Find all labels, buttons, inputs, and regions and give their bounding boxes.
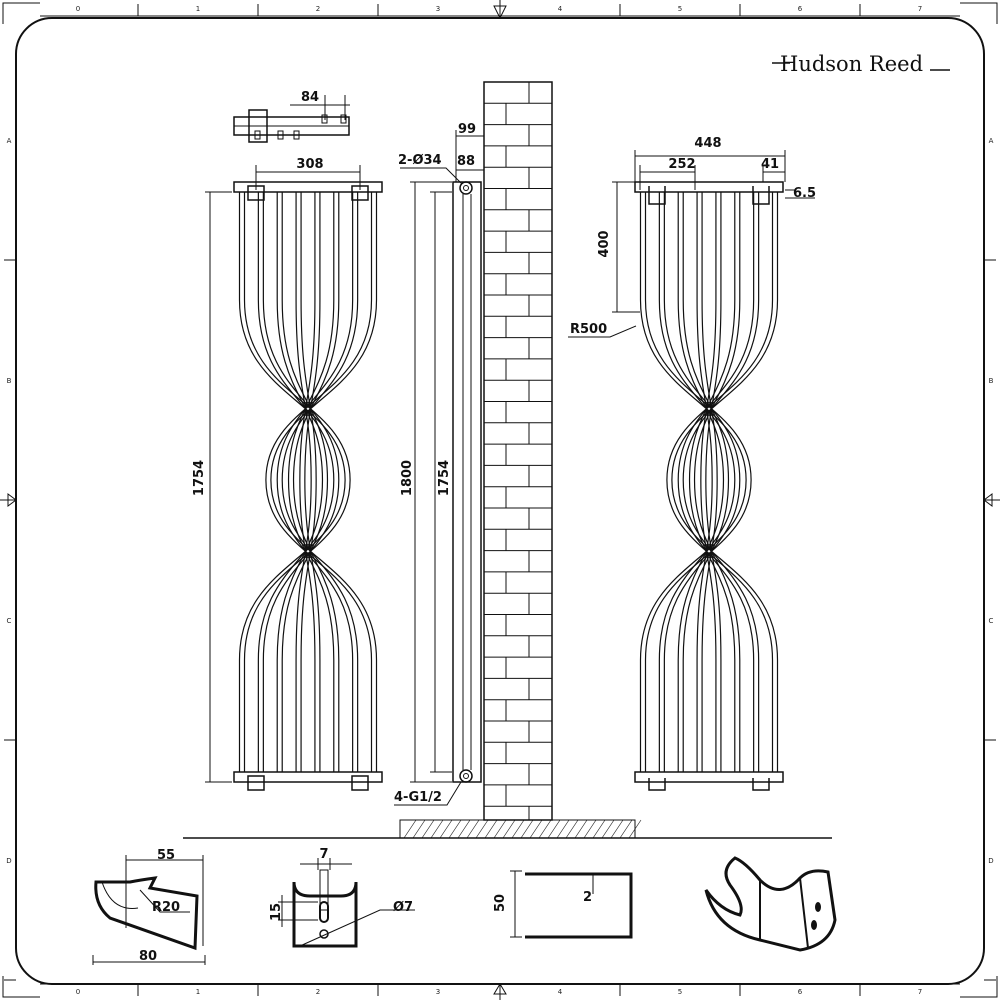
brick-wall bbox=[483, 81, 553, 821]
svg-text:88: 88 bbox=[457, 154, 475, 169]
svg-text:1754: 1754 bbox=[437, 460, 452, 496]
svg-text:84: 84 bbox=[301, 90, 319, 105]
radiator-tube bbox=[276, 192, 354, 772]
grid-column-label: 0 bbox=[76, 988, 80, 996]
rear-view-radiator: 448 252 41 6.5 400 R500 bbox=[568, 136, 816, 791]
grid-column-label: 1 bbox=[196, 988, 200, 996]
radiator-tube bbox=[688, 192, 736, 772]
radiator-tube bbox=[639, 192, 747, 772]
radiator-tube bbox=[663, 192, 741, 772]
radiator-tube bbox=[257, 192, 335, 772]
svg-text:7: 7 bbox=[319, 847, 328, 862]
grid-column-label: 4 bbox=[558, 5, 563, 13]
grid-row-label: A bbox=[7, 137, 12, 145]
svg-text:6.5: 6.5 bbox=[793, 186, 816, 201]
radiator-tube bbox=[287, 192, 335, 772]
radiator-tube bbox=[677, 192, 725, 772]
svg-text:1800: 1800 bbox=[400, 460, 415, 496]
grid-column-label: 1 bbox=[196, 5, 200, 13]
radiator-tube bbox=[696, 192, 713, 772]
svg-text:400: 400 bbox=[597, 230, 612, 257]
radiator-tube bbox=[682, 192, 760, 772]
svg-text:41: 41 bbox=[761, 157, 779, 172]
grid-column-label: 5 bbox=[678, 988, 682, 996]
svg-text:1754: 1754 bbox=[192, 460, 207, 496]
grid-row-label: B bbox=[7, 377, 12, 385]
front-view-radiator: 308 1754 bbox=[192, 157, 383, 791]
svg-text:Hudson Reed: Hudson Reed bbox=[780, 52, 923, 76]
radiator-tube bbox=[304, 192, 321, 772]
radiator-tube bbox=[295, 192, 312, 772]
radiator-tube bbox=[701, 192, 718, 772]
radiator-tube bbox=[682, 192, 730, 772]
grid-row-label: B bbox=[989, 377, 994, 385]
grid-column-label: 7 bbox=[918, 5, 922, 13]
grid-column-label: 2 bbox=[316, 5, 320, 13]
svg-text:2: 2 bbox=[583, 890, 592, 905]
radiator-tube bbox=[677, 192, 755, 772]
radiator-tube bbox=[300, 192, 317, 772]
top-plan-view: 84 bbox=[233, 90, 350, 143]
radiator-tube bbox=[644, 192, 752, 772]
svg-text:99: 99 bbox=[458, 122, 476, 137]
grid-column-label: 4 bbox=[558, 988, 563, 996]
svg-text:Ø7: Ø7 bbox=[393, 900, 413, 915]
radiator-tube bbox=[281, 192, 329, 772]
radiator-tube bbox=[666, 192, 774, 772]
grid-column-label: 3 bbox=[436, 5, 440, 13]
svg-text:4-G1/2: 4-G1/2 bbox=[394, 790, 442, 805]
svg-text:252: 252 bbox=[668, 157, 695, 172]
radiator-tube bbox=[705, 192, 722, 772]
detail-bracket-iso bbox=[704, 856, 837, 952]
svg-text:R20: R20 bbox=[152, 900, 180, 915]
grid-column-label: 0 bbox=[76, 5, 80, 13]
svg-text:448: 448 bbox=[694, 136, 721, 151]
svg-text:2-Ø34: 2-Ø34 bbox=[398, 153, 442, 168]
radiator-tube bbox=[281, 192, 359, 772]
svg-text:55: 55 bbox=[157, 848, 175, 863]
radiator-tube bbox=[243, 192, 351, 772]
detail-bracket-side: 55 R20 80 bbox=[92, 848, 206, 965]
radiator-tube bbox=[276, 192, 324, 772]
svg-text:80: 80 bbox=[139, 949, 157, 964]
grid-column-label: 7 bbox=[918, 988, 922, 996]
grid-row-label: C bbox=[989, 617, 994, 625]
grid-column-label: 6 bbox=[798, 988, 803, 996]
radiator-tube bbox=[262, 192, 340, 772]
svg-text:50: 50 bbox=[493, 894, 508, 912]
radiator-tube bbox=[292, 192, 340, 772]
floor bbox=[183, 819, 832, 839]
grid-row-label: D bbox=[988, 857, 993, 865]
svg-text:15: 15 bbox=[269, 903, 284, 921]
grid-column-label: 6 bbox=[798, 5, 803, 13]
radiator-tube bbox=[238, 192, 346, 772]
radiator-tube bbox=[658, 192, 736, 772]
radiator-tube bbox=[270, 192, 378, 772]
detail-plate: 50 2 bbox=[493, 870, 633, 939]
grid-column-label: 3 bbox=[436, 988, 440, 996]
detail-bracket-front: 7 15 Ø7 bbox=[269, 847, 415, 948]
radiator-tube bbox=[299, 192, 316, 772]
radiator-tube bbox=[671, 192, 779, 772]
grid-row-label: C bbox=[7, 617, 12, 625]
grid-column-label: 5 bbox=[678, 5, 682, 13]
radiator-tube bbox=[693, 192, 741, 772]
svg-text:308: 308 bbox=[296, 157, 323, 172]
radiator-tube bbox=[265, 192, 373, 772]
grid-column-label: 2 bbox=[316, 988, 320, 996]
side-view-radiator: 99 88 2-Ø34 1800 1754 4-G1/2 bbox=[394, 122, 485, 806]
svg-text:R500: R500 bbox=[570, 322, 607, 337]
grid-row-label: A bbox=[989, 137, 994, 145]
grid-row-label: D bbox=[6, 857, 11, 865]
hudson-reed-logo: Hudson Reed bbox=[772, 52, 950, 76]
radiator-tube bbox=[700, 192, 717, 772]
